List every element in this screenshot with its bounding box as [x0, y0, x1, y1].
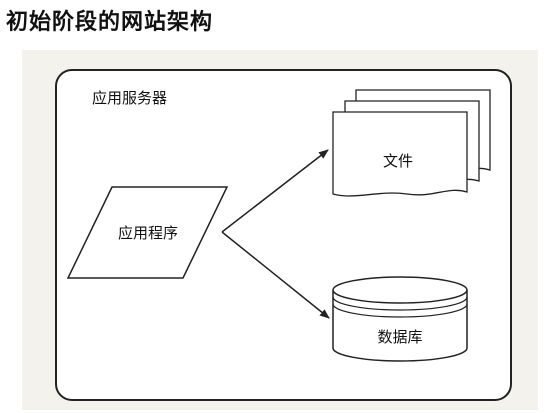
file-label: 文件: [383, 152, 413, 170]
database-cylinder: [332, 276, 468, 362]
slide-title: 初始阶段的网站架构: [6, 10, 214, 35]
arrow-to-database: [221, 231, 330, 319]
database-label: 数据库: [377, 328, 422, 346]
arrow-to-file: [221, 149, 329, 233]
file-document-stack: [332, 89, 491, 197]
application-program-label: 应用程序: [118, 224, 178, 242]
application-server-label: 应用服务器: [92, 89, 167, 107]
application-program-shape: [66, 186, 229, 279]
